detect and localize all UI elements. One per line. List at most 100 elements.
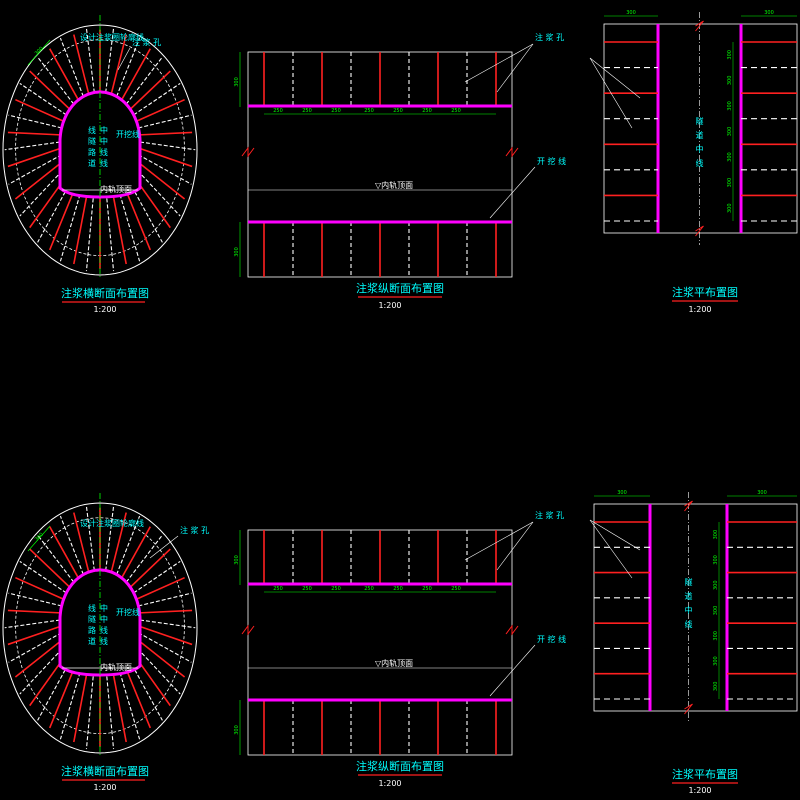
center-label-left-char: 线 [88, 125, 96, 135]
center-label-right-char: 线 [100, 625, 108, 635]
grout-hole-red [129, 548, 171, 588]
excavation-label: 开 挖 线 [537, 634, 566, 644]
center-label-left-char: 路 [88, 147, 96, 157]
grout-hole-red [110, 512, 127, 573]
plan-center-label-char: 中 [696, 144, 704, 154]
cross-section-title: 注浆横断面布置图 [61, 286, 149, 300]
plan-leader-1 [589, 519, 641, 551]
center-label-right-char: 中 [100, 125, 108, 135]
plan-title: 注浆平布置图 [672, 285, 738, 299]
hole-leader-1 [464, 521, 534, 561]
row-spacing-value: 300 [727, 203, 733, 213]
plan-center-label-char: 隧 [696, 116, 704, 126]
left-width-value: 300 [626, 10, 636, 16]
row-spacing-value: 300 [713, 682, 719, 692]
grout-hole-dashed [37, 534, 75, 583]
plan-leader-1 [589, 57, 641, 99]
center-label-right-char: 线 [100, 147, 108, 157]
grout-hole-red [120, 526, 151, 579]
spacing-value: 250 [451, 586, 461, 592]
grout-hole-dashed [133, 643, 181, 695]
rail-top-label: 内轨顶面 [100, 184, 132, 194]
grout-hole-dashed [105, 186, 115, 272]
grout-hole-red [7, 609, 61, 614]
grout-hole-red [15, 576, 64, 600]
row-spacing-value: 300 [727, 152, 733, 162]
row-spacing-value: 300 [727, 178, 733, 188]
grout-hole-red [73, 34, 90, 95]
center-label-right-char: 中 [100, 603, 108, 613]
longitudinal-scale: 1:200 [378, 779, 401, 788]
right-width-value: 300 [757, 490, 767, 496]
grout-hole-red [7, 147, 61, 168]
grout-hole-dashed [8, 632, 62, 663]
cross-section-scale: 1:200 [93, 783, 116, 792]
longitudinal-title: 注浆纵断面布置图 [356, 759, 444, 773]
dimension-value: 300 [34, 532, 45, 543]
outer-line-label: 设计注浆圈轮廓线 [80, 32, 144, 42]
grout-hole-red [135, 160, 186, 200]
longitudinal-scale: 1:200 [378, 301, 401, 310]
grout-hole-red [73, 663, 90, 743]
plan-break-1 [684, 703, 693, 715]
plan-scale: 1:200 [688, 786, 711, 795]
grout-hole-dashed [19, 643, 67, 695]
grout-hole-dashed [19, 82, 67, 116]
center-label-right-char: 线 [100, 158, 108, 168]
grout-hole-red [7, 625, 61, 646]
plan-title: 注浆平布置图 [672, 767, 738, 781]
row-spacing-value: 300 [713, 555, 719, 565]
excavation-leader [489, 166, 536, 219]
plan-outline [603, 23, 798, 234]
spacing-value: 250 [422, 108, 432, 114]
grout-hole-red [73, 185, 90, 265]
grout-hole-red [110, 185, 127, 265]
grout-hole-dashed [125, 534, 163, 583]
grout-hole-red [139, 609, 193, 614]
center-label-right-char: 中 [100, 614, 108, 624]
grout-hole-dashed [139, 141, 196, 151]
spacing-value: 250 [331, 586, 341, 592]
center-label-left-char: 道 [88, 636, 96, 646]
plan-center-label-char: 线 [685, 619, 693, 629]
grout-hole-dashed [105, 28, 115, 93]
grout-hole-dashed [105, 506, 115, 571]
center-label-left-char: 隧 [88, 614, 96, 624]
grout-hole-label: 注 浆 孔 [132, 37, 161, 47]
spacing-value: 250 [331, 108, 341, 114]
grout-hole-red [136, 98, 185, 122]
grout-hole-label: 注 浆 孔 [535, 32, 564, 42]
grout-hole-dashed [133, 560, 181, 594]
grout-hole-red [14, 638, 65, 678]
plan-center-label-char: 道 [696, 130, 704, 140]
grout-hole-dashed [19, 165, 67, 217]
spacing-value: 250 [302, 108, 312, 114]
rail-top-label: ▽内轨顶面 [375, 658, 413, 668]
spacing-value: 250 [364, 586, 374, 592]
grout-hole-red [135, 638, 186, 678]
grout-hole-dashed [116, 37, 141, 97]
row-spacing-value: 300 [713, 631, 719, 641]
grout-hole-dashed [139, 619, 196, 629]
grout-hole-dashed [105, 664, 115, 750]
plan-center-label-char: 隧 [685, 577, 693, 587]
excavation-label: 开挖线 [116, 607, 140, 617]
plan-outline [593, 503, 798, 712]
grout-hole-red [136, 576, 185, 600]
dimension-line [27, 525, 51, 552]
rail-top-label: ▽内轨顶面 [375, 180, 413, 190]
row-spacing-value: 300 [713, 606, 719, 616]
grout-hole-red [139, 147, 193, 168]
plan-break-1 [695, 225, 704, 237]
row-spacing-value: 300 [727, 127, 733, 137]
grout-hole-dashed [133, 82, 181, 116]
grout-hole-dashed [85, 186, 95, 272]
